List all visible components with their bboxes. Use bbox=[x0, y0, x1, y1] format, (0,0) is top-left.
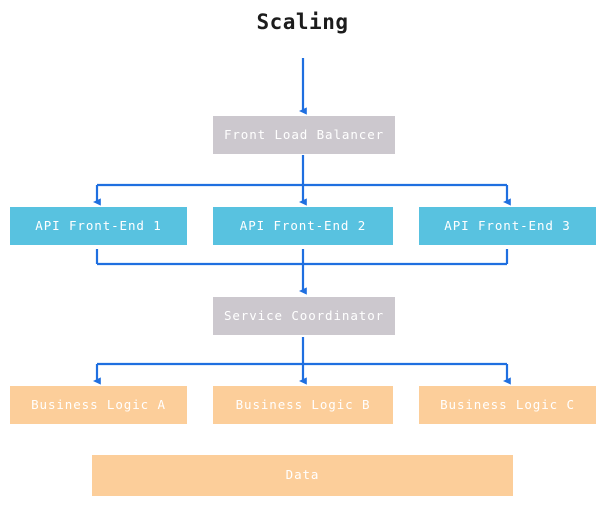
node-front-load-balancer[interactable]: Front Load Balancer bbox=[213, 116, 395, 154]
node-business-logic-a[interactable]: Business Logic A bbox=[10, 386, 187, 424]
node-service-coordinator[interactable]: Service Coordinator bbox=[213, 297, 395, 335]
node-business-logic-a-label: Business Logic A bbox=[31, 396, 166, 412]
node-api-front-end-1[interactable]: API Front-End 1 bbox=[10, 207, 187, 245]
page-title: Scaling bbox=[256, 10, 349, 34]
node-data-label: Data bbox=[285, 467, 320, 483]
node-api-front-end-3[interactable]: API Front-End 3 bbox=[419, 207, 596, 245]
node-front-load-balancer-label: Front Load Balancer bbox=[223, 126, 385, 142]
node-api-front-end-2[interactable]: API Front-End 2 bbox=[213, 207, 393, 245]
node-business-logic-b[interactable]: Business Logic B bbox=[213, 386, 393, 424]
node-data[interactable]: Data bbox=[92, 455, 513, 496]
node-business-logic-b-label: Business Logic B bbox=[235, 396, 371, 412]
node-service-coordinator-label: Service Coordinator bbox=[223, 307, 385, 323]
node-api-front-end-1-label: API Front-End 1 bbox=[35, 217, 162, 233]
node-api-front-end-2-label: API Front-End 2 bbox=[239, 217, 367, 233]
node-business-logic-c[interactable]: Business Logic C bbox=[419, 386, 596, 424]
node-business-logic-c-label: Business Logic C bbox=[440, 396, 575, 412]
node-api-front-end-3-label: API Front-End 3 bbox=[444, 217, 571, 233]
